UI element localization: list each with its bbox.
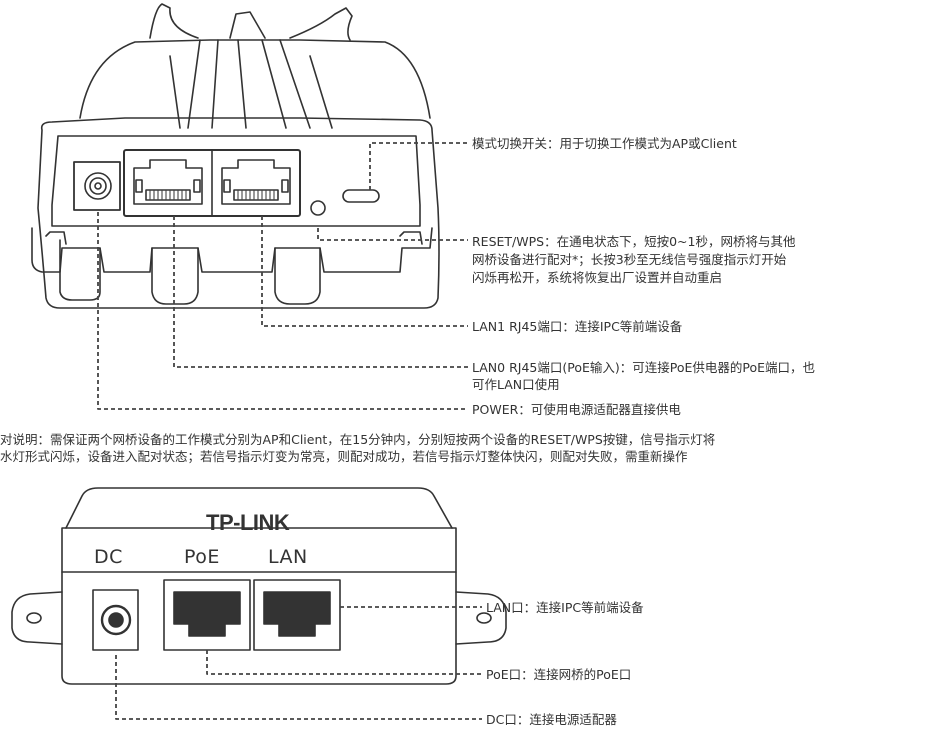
injector-brand-logo: TP-LINK — [206, 510, 290, 535]
callout-injector-lan: LAN口：连接IPC等前端设备 — [486, 600, 644, 615]
leader-lan1 — [261, 216, 468, 327]
cpe-lan0-port — [133, 159, 203, 205]
cpe-back-housing — [79, 39, 431, 119]
cpe-reset-hole — [310, 200, 326, 216]
callout-injector-poe: PoE口：连接网桥的PoE口 — [486, 667, 632, 682]
injector-label-lan: LAN — [268, 546, 308, 568]
leader-mode-switch — [369, 142, 468, 190]
injector-lan-port — [253, 579, 341, 651]
callout-mode-switch: 模式切换开关：用于切换工作模式为AP或Client — [472, 136, 737, 151]
injector-top-face — [65, 487, 453, 529]
callout-reset-line3: 闪烁再松开，系统将恢复出厂设置并自动重启 — [472, 270, 723, 285]
leader-lan0 — [173, 216, 468, 368]
injector-label-dc: DC — [94, 546, 123, 568]
leader-injector-poe — [206, 650, 482, 675]
callout-injector-dc: DC口：连接电源适配器 — [486, 712, 617, 727]
cpe-mode-switch — [342, 189, 380, 203]
callout-lan1: LAN1 RJ45端口：连接IPC等前端设备 — [472, 319, 683, 334]
leader-power — [97, 212, 468, 410]
poe-port-opening — [173, 591, 241, 637]
injector-body — [61, 527, 457, 685]
pairing-note-line2: 水灯形式闪烁，设备进入配对状态；若信号指示灯变为常亮，则配对成功，若信号指示灯整… — [0, 449, 688, 464]
leader-reset — [317, 228, 468, 241]
right-flange — [455, 591, 507, 645]
pairing-note-line1: 对说明：需保证两个网桥设备的工作模式分别为AP和Client，在15分钟内，分别… — [0, 432, 716, 447]
callout-lan0-line1: LAN0 RJ45端口(PoE输入)：可连接PoE供电器的PoE端口，也 — [472, 360, 816, 375]
mast-clamp — [149, 3, 353, 41]
poe-injector-illustration — [11, 487, 507, 685]
cpe-device-illustration — [31, 3, 440, 309]
callout-reset-line2: 网桥设备进行配对*；长按3秒至无线信号强度指示灯开始 — [472, 252, 787, 267]
callout-reset-line1: RESET/WPS：在通电状态下，短按0~1秒，网桥将与其他 — [472, 234, 796, 249]
cpe-callout-leaders — [97, 142, 468, 410]
injector-dc-jack — [92, 589, 139, 651]
cpe-front-panel — [37, 117, 440, 309]
left-flange — [11, 591, 63, 645]
lan-port-opening — [263, 591, 331, 637]
leader-injector-dc — [115, 655, 482, 720]
callout-lan0-line2: 可作LAN口使用 — [472, 377, 560, 392]
injector-callout-leaders — [115, 606, 482, 720]
cpe-lan1-port — [221, 159, 291, 205]
cpe-dc-jack — [73, 161, 121, 211]
injector-label-poe: PoE — [184, 546, 220, 568]
callout-power: POWER：可使用电源适配器直接供电 — [472, 402, 681, 417]
